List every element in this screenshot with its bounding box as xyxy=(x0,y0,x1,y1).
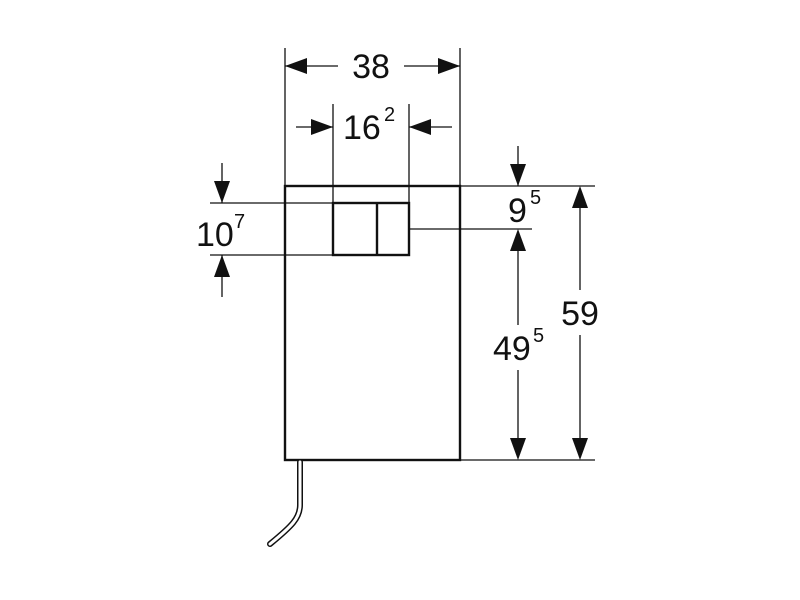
cable xyxy=(267,459,303,547)
dim-actuator-bottom-offset: 49 5 xyxy=(493,251,544,460)
dim-overall-height: 59 xyxy=(561,186,599,460)
dim-label-actuator-width: 16 xyxy=(343,109,381,147)
dim-label-actuator-height: 10 xyxy=(196,216,234,254)
dim-sup-actuator-top-offset: 5 xyxy=(530,187,541,209)
dim-actuator-width: 16 2 xyxy=(296,104,452,203)
dim-label-overall-height: 59 xyxy=(561,295,599,333)
dim-sup-actuator-height: 7 xyxy=(234,211,245,233)
dim-sup-actuator-bottom-offset: 5 xyxy=(533,325,544,347)
dim-actuator-height: 10 7 xyxy=(196,163,333,297)
dim-actuator-top-offset: 9 5 xyxy=(508,146,541,251)
cabinet-body xyxy=(283,184,462,462)
dim-sup-actuator-width: 2 xyxy=(384,104,395,126)
flush-actuator xyxy=(331,201,411,257)
dim-label-actuator-top-offset: 9 xyxy=(508,192,527,230)
dim-label-actuator-bottom-offset: 49 xyxy=(493,330,531,368)
dim-overall-width: 38 xyxy=(284,48,461,186)
dim-label-overall-width: 38 xyxy=(352,48,390,86)
